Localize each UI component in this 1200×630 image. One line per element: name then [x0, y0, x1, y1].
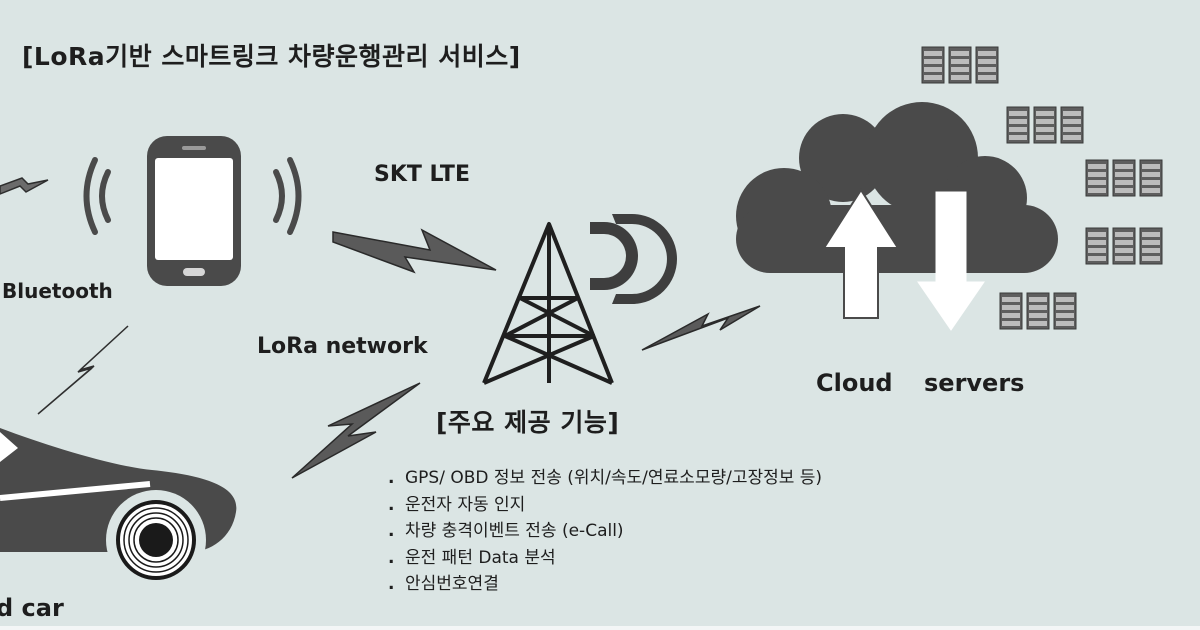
bullet-mark: . [388, 547, 395, 568]
car-label: d car [0, 594, 64, 622]
cloud-icon [736, 102, 1058, 331]
feature-item: . 안심번호연결 [388, 569, 822, 596]
server-rack-icon [1007, 107, 1083, 143]
cloud-label: Cloud [816, 369, 893, 397]
page-title: [LoRa기반 스마트링크 차량운행관리 서비스] [22, 42, 521, 71]
feature-text: 운전자 자동 인지 [405, 494, 526, 515]
bluetooth-link-bolt [0, 177, 49, 195]
server-rack-icon [1086, 160, 1162, 196]
feature-text: 운전 패턴 Data 분석 [405, 547, 556, 568]
lora-network-label: LoRa network [257, 334, 428, 359]
connected-car-icon [0, 428, 237, 590]
features-list: . GPS/ OBD 정보 전송 (위치/속도/연료소모량/고장정보 등) . 운전… [388, 463, 822, 596]
server-rack-icon [922, 47, 998, 83]
lte-link-bolt [332, 228, 497, 274]
phone-signal-left-icon [83, 157, 111, 235]
download-arrow-icon [917, 191, 985, 331]
car-wheel-icon [116, 500, 196, 580]
features-title: [주요 제공 기능] [436, 408, 620, 437]
bullet-mark: . [388, 494, 395, 515]
feature-item: . GPS/ OBD 정보 전송 (위치/속도/연료소모량/고장정보 등) [388, 463, 822, 490]
feature-text: 안심번호연결 [405, 574, 499, 594]
bullet-mark: . [388, 574, 395, 594]
transmission-tower-icon [482, 222, 614, 385]
bluetooth-car-link-bolt [37, 325, 129, 415]
feature-text: GPS/ OBD 정보 전송 (위치/속도/연료소모량/고장정보 등) [405, 468, 823, 488]
server-rack-icon [1000, 293, 1076, 329]
feature-item: . 차량 충격이벤트 전송 (e-Call) [388, 516, 822, 543]
server-rack-icon [1086, 228, 1162, 264]
feature-item: . 운전자 자동 인지 [388, 490, 822, 517]
lte-label: SKT LTE [374, 162, 470, 187]
smartphone-icon [147, 136, 241, 286]
phone-signal-right-icon [273, 157, 302, 235]
servers-label: servers [924, 369, 1025, 397]
bullet-mark: . [388, 468, 395, 488]
cloud-link-bolt [641, 305, 761, 351]
tower-signal-icon [590, 214, 677, 304]
lora-link-bolt [291, 382, 421, 479]
bluetooth-label: Bluetooth [2, 279, 113, 303]
bullet-mark: . [388, 521, 395, 541]
upload-arrow-icon [822, 188, 900, 319]
feature-text: 차량 충격이벤트 전송 (e-Call) [405, 521, 624, 541]
feature-item: . 운전 패턴 Data 분석 [388, 543, 822, 570]
